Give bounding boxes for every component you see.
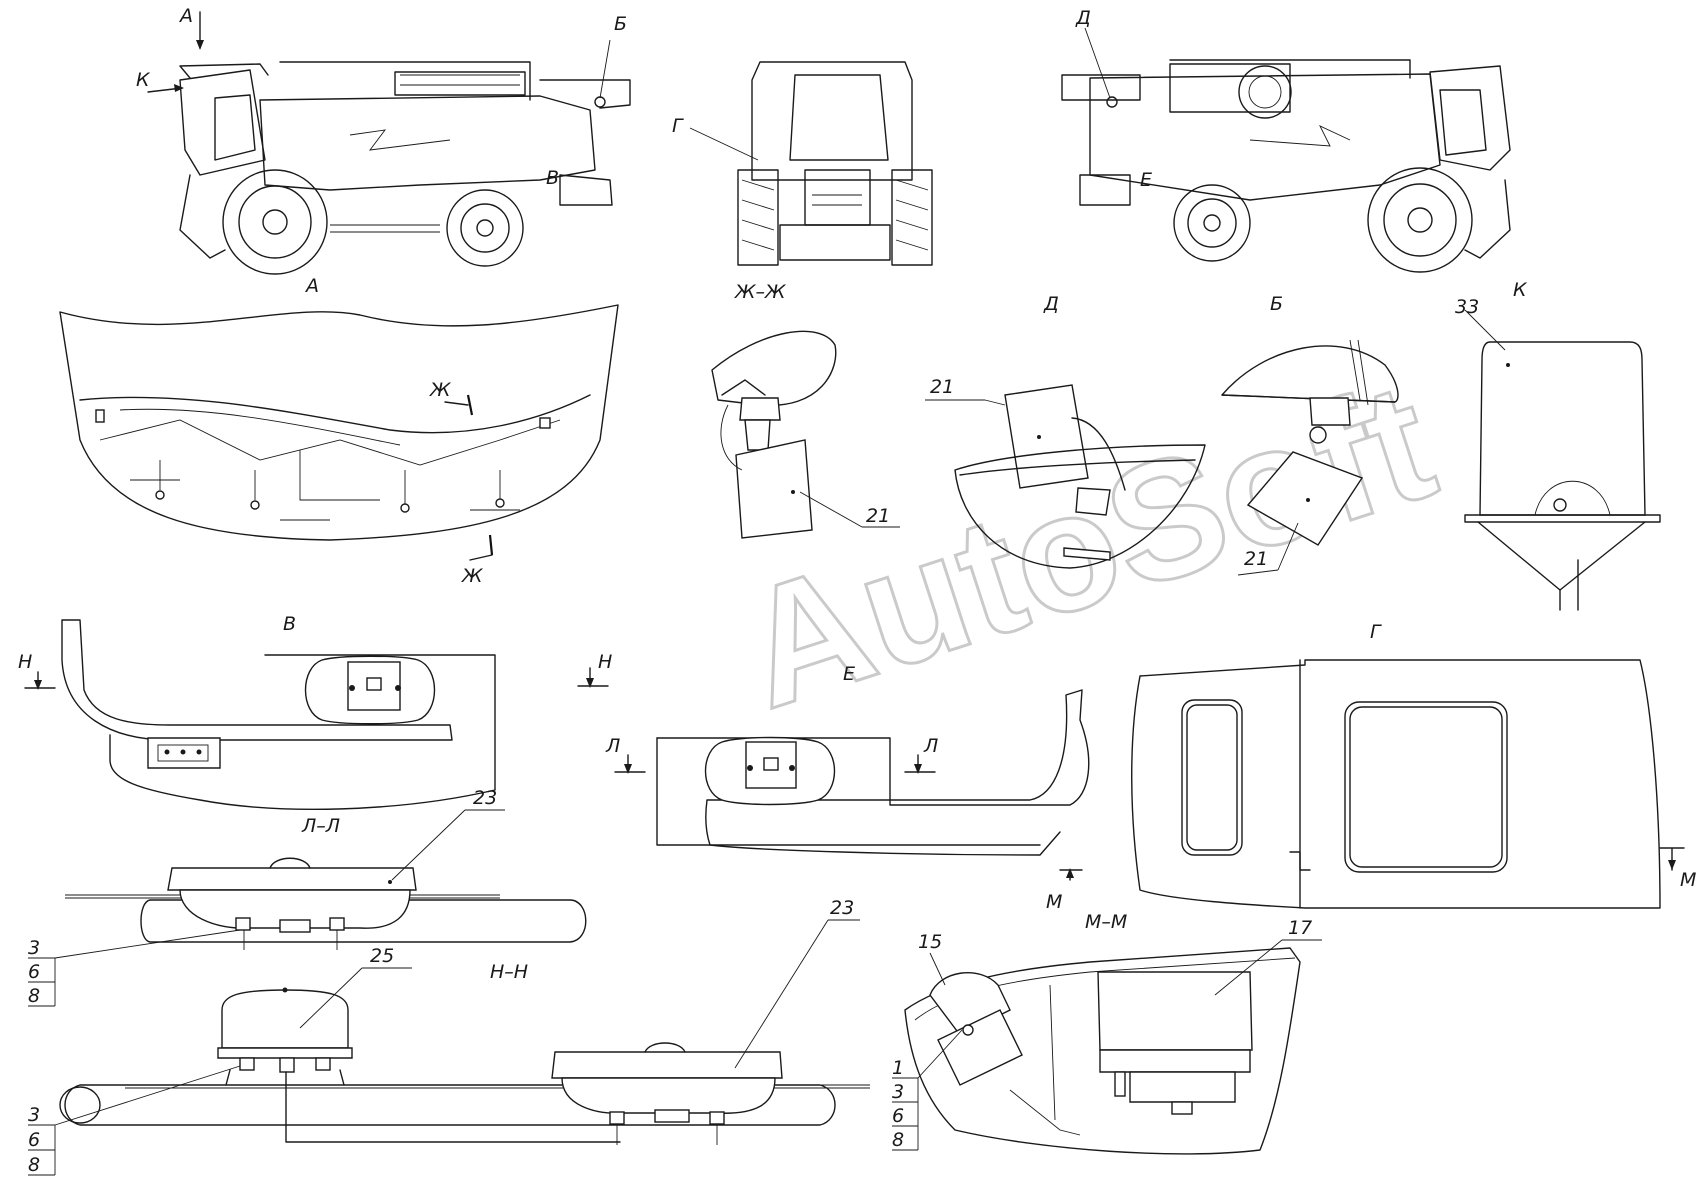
section-ll-title: Л–Л (301, 815, 340, 837)
section-n-n: Н–Н 25 23 3 6 8 (28, 897, 870, 1176)
view-e-cut-right: Л (923, 735, 938, 757)
view-g-title: Г (1370, 621, 1382, 643)
harvester-side-right-view: Д Е (1061, 7, 1511, 273)
view-e: Е Л Л (605, 663, 1090, 856)
view-a-cut-top: Ж (429, 379, 452, 401)
view-a-title: А (304, 275, 319, 297)
view-a-cut-bottom: Ж (461, 565, 484, 587)
view-g-cut-left: М (1046, 891, 1062, 913)
section-zh-zh: Ж–Ж 21 (711, 281, 900, 539)
section-nn-stack-2: 6 (28, 1129, 40, 1151)
harvester-side-left-view: А К Б В (136, 5, 631, 275)
lamp-icon (594, 96, 606, 108)
view-v-cut-right: Н (598, 651, 612, 673)
section-mm-part-right: 17 (1288, 917, 1312, 939)
view-b: Б 21 (1221, 293, 1399, 576)
view-g: Г М М (1046, 621, 1696, 913)
view-v-title: В (283, 613, 296, 635)
section-mm-stack-3: 6 (892, 1105, 904, 1127)
section-l-l: Л–Л 23 3 6 8 (28, 787, 587, 1007)
section-nn-stack-1: 3 (28, 1104, 40, 1126)
callout-v-label: В (546, 167, 559, 189)
view-e-title: Е (843, 663, 855, 685)
section-ll-stack-3: 8 (28, 985, 40, 1007)
section-ll-stack-2: 6 (28, 961, 40, 983)
section-mm-title: М–М (1085, 911, 1127, 933)
arrow-a-label: А (178, 5, 193, 27)
section-ll-stack-1: 3 (28, 937, 40, 959)
section-nn-stack-3: 8 (28, 1154, 40, 1176)
section-m-m: М–М 15 17 1 3 6 8 (892, 911, 1322, 1155)
view-d-title: Д (1043, 293, 1059, 315)
view-g-cut-right: М (1680, 869, 1696, 891)
harvester-rear-view: Г (672, 61, 933, 266)
view-d: Д 21 (925, 293, 1206, 569)
callout-b-label: Б (614, 13, 627, 35)
arrow-k-label: К (136, 69, 151, 91)
view-v-cut-left: Н (18, 651, 32, 673)
section-mm-stack-4: 8 (892, 1129, 904, 1151)
view-b-title: Б (1270, 293, 1283, 315)
section-mm-stack-2: 3 (892, 1081, 904, 1103)
section-nn-part-left: 25 (370, 945, 394, 967)
section-mm-part-left: 15 (918, 931, 942, 953)
lamp-icon (1106, 96, 1118, 108)
section-nn-part-right: 23 (830, 897, 854, 919)
section-nn-title: Н–Н (490, 961, 528, 983)
section-mm-stack-1: 1 (892, 1057, 904, 1079)
view-e-cut-left: Л (605, 735, 620, 757)
section-zh-title: Ж–Ж (734, 281, 787, 303)
view-d-part: 21 (930, 376, 954, 398)
view-k-title: К (1513, 279, 1528, 301)
view-v: В Н Н (18, 613, 612, 810)
view-a: А Ж Ж (59, 275, 619, 587)
callout-e-label: Е (1140, 169, 1152, 191)
view-k-part: 33 (1455, 296, 1479, 318)
section-zh-part: 21 (866, 505, 890, 527)
view-b-part: 21 (1244, 548, 1268, 570)
view-k: К 33 (1455, 279, 1661, 611)
callout-g-label: Г (672, 115, 684, 137)
callout-d-label: Д (1075, 7, 1091, 29)
section-ll-part: 23 (473, 787, 497, 809)
section-cut-icon (466, 394, 474, 416)
